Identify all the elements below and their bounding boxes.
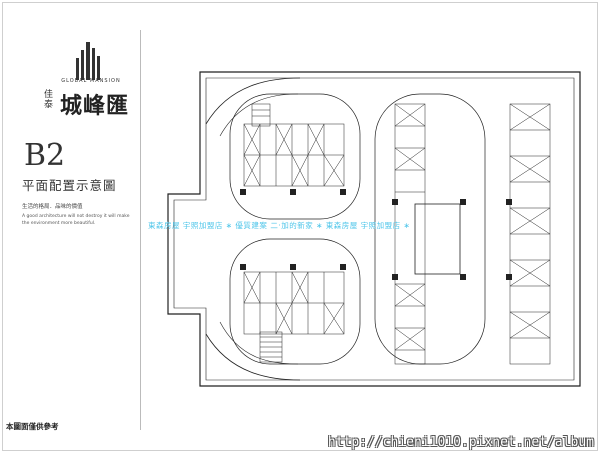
building-logo-icon: [76, 42, 100, 80]
stalls-left-bottom: [243, 271, 345, 335]
ramp-top-inner: [219, 93, 299, 137]
central-island: [414, 203, 461, 275]
outer-wall: [167, 71, 581, 387]
english-tagline: A good architecture will not destroy it …: [22, 214, 130, 226]
disclaimer: 本圖面僅供參考: [6, 422, 59, 431]
floor-level: B2: [24, 138, 66, 173]
ramp-bottom: [205, 333, 301, 381]
info-panel: GLOBAL MANSION 佳泰 城峰匯 B2 平面配置示意圖 生活的格局．品…: [14, 30, 141, 430]
brand-name: 城峰匯: [60, 94, 130, 119]
ramp-bottom-inner: [219, 321, 299, 365]
stairwell: [251, 103, 283, 363]
drive-loop-left-top: [229, 93, 361, 220]
panel-divider: [140, 30, 141, 430]
stalls-center: [394, 103, 426, 365]
brand-prefix: 佳泰: [44, 90, 54, 110]
album-url: http://chieni1010.pixnet.net/album: [327, 435, 594, 450]
stalls-right: [509, 103, 551, 365]
parking-floor-plan: [167, 71, 581, 387]
ramp-top: [205, 77, 301, 125]
inner-wall: [173, 77, 575, 381]
agency-watermark: 東森房屋 宇照加盟店 ∗ 優質建案 二·加的新家 ∗ 東森房屋 宇照加盟店 ∗: [148, 221, 411, 230]
logo-caption: GLOBAL MANSION: [61, 78, 121, 84]
structural-columns: [240, 189, 512, 280]
drive-loop-left-bottom: [229, 238, 361, 365]
stalls-left-top: [243, 123, 345, 187]
tagline: 生活的格局．品味的價值: [22, 204, 83, 210]
plan-subtitle: 平面配置示意圖: [22, 178, 117, 193]
drive-loop-right: [374, 93, 486, 365]
